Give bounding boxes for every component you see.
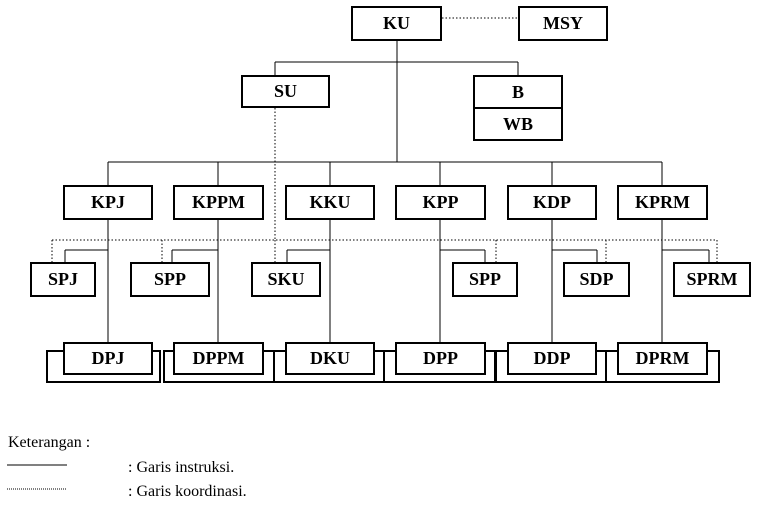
box-sub: SPP [452,262,518,297]
box-dept-head: KKU [285,185,375,220]
box-unit: DPJ [63,342,153,375]
box-b-label: B [511,81,524,102]
box-dept-head: KDP [507,185,597,220]
box-dept-head: KPP [395,185,486,220]
box-dept-head: KPJ [63,185,153,220]
box-dept-head: KPPM [173,185,264,220]
legend-title: Keterangan : [8,434,91,451]
box-su: SU [241,75,330,108]
box-unit: DPP [395,342,486,375]
box-unit: DKU [285,342,375,375]
box-sub: SDP [563,262,630,297]
box-sub: SPJ [30,262,96,297]
legend-coordination-label: : Garis koordinasi. [128,483,247,500]
box-sub: SKU [251,262,321,297]
box-sub: SPRM [673,262,751,297]
box-msy: MSY [518,6,608,41]
box-dept-head: KPRM [617,185,708,220]
box-sub: SPP [130,262,210,297]
box-b-wb: B WB [473,75,563,141]
box-wb-label: WB [502,113,533,134]
box-unit: DPPM [173,342,264,375]
legend-instruction-label: : Garis instruksi. [128,459,235,476]
box-ku: KU [351,6,442,41]
box-unit: DPRM [617,342,708,375]
box-unit: DDP [507,342,597,375]
